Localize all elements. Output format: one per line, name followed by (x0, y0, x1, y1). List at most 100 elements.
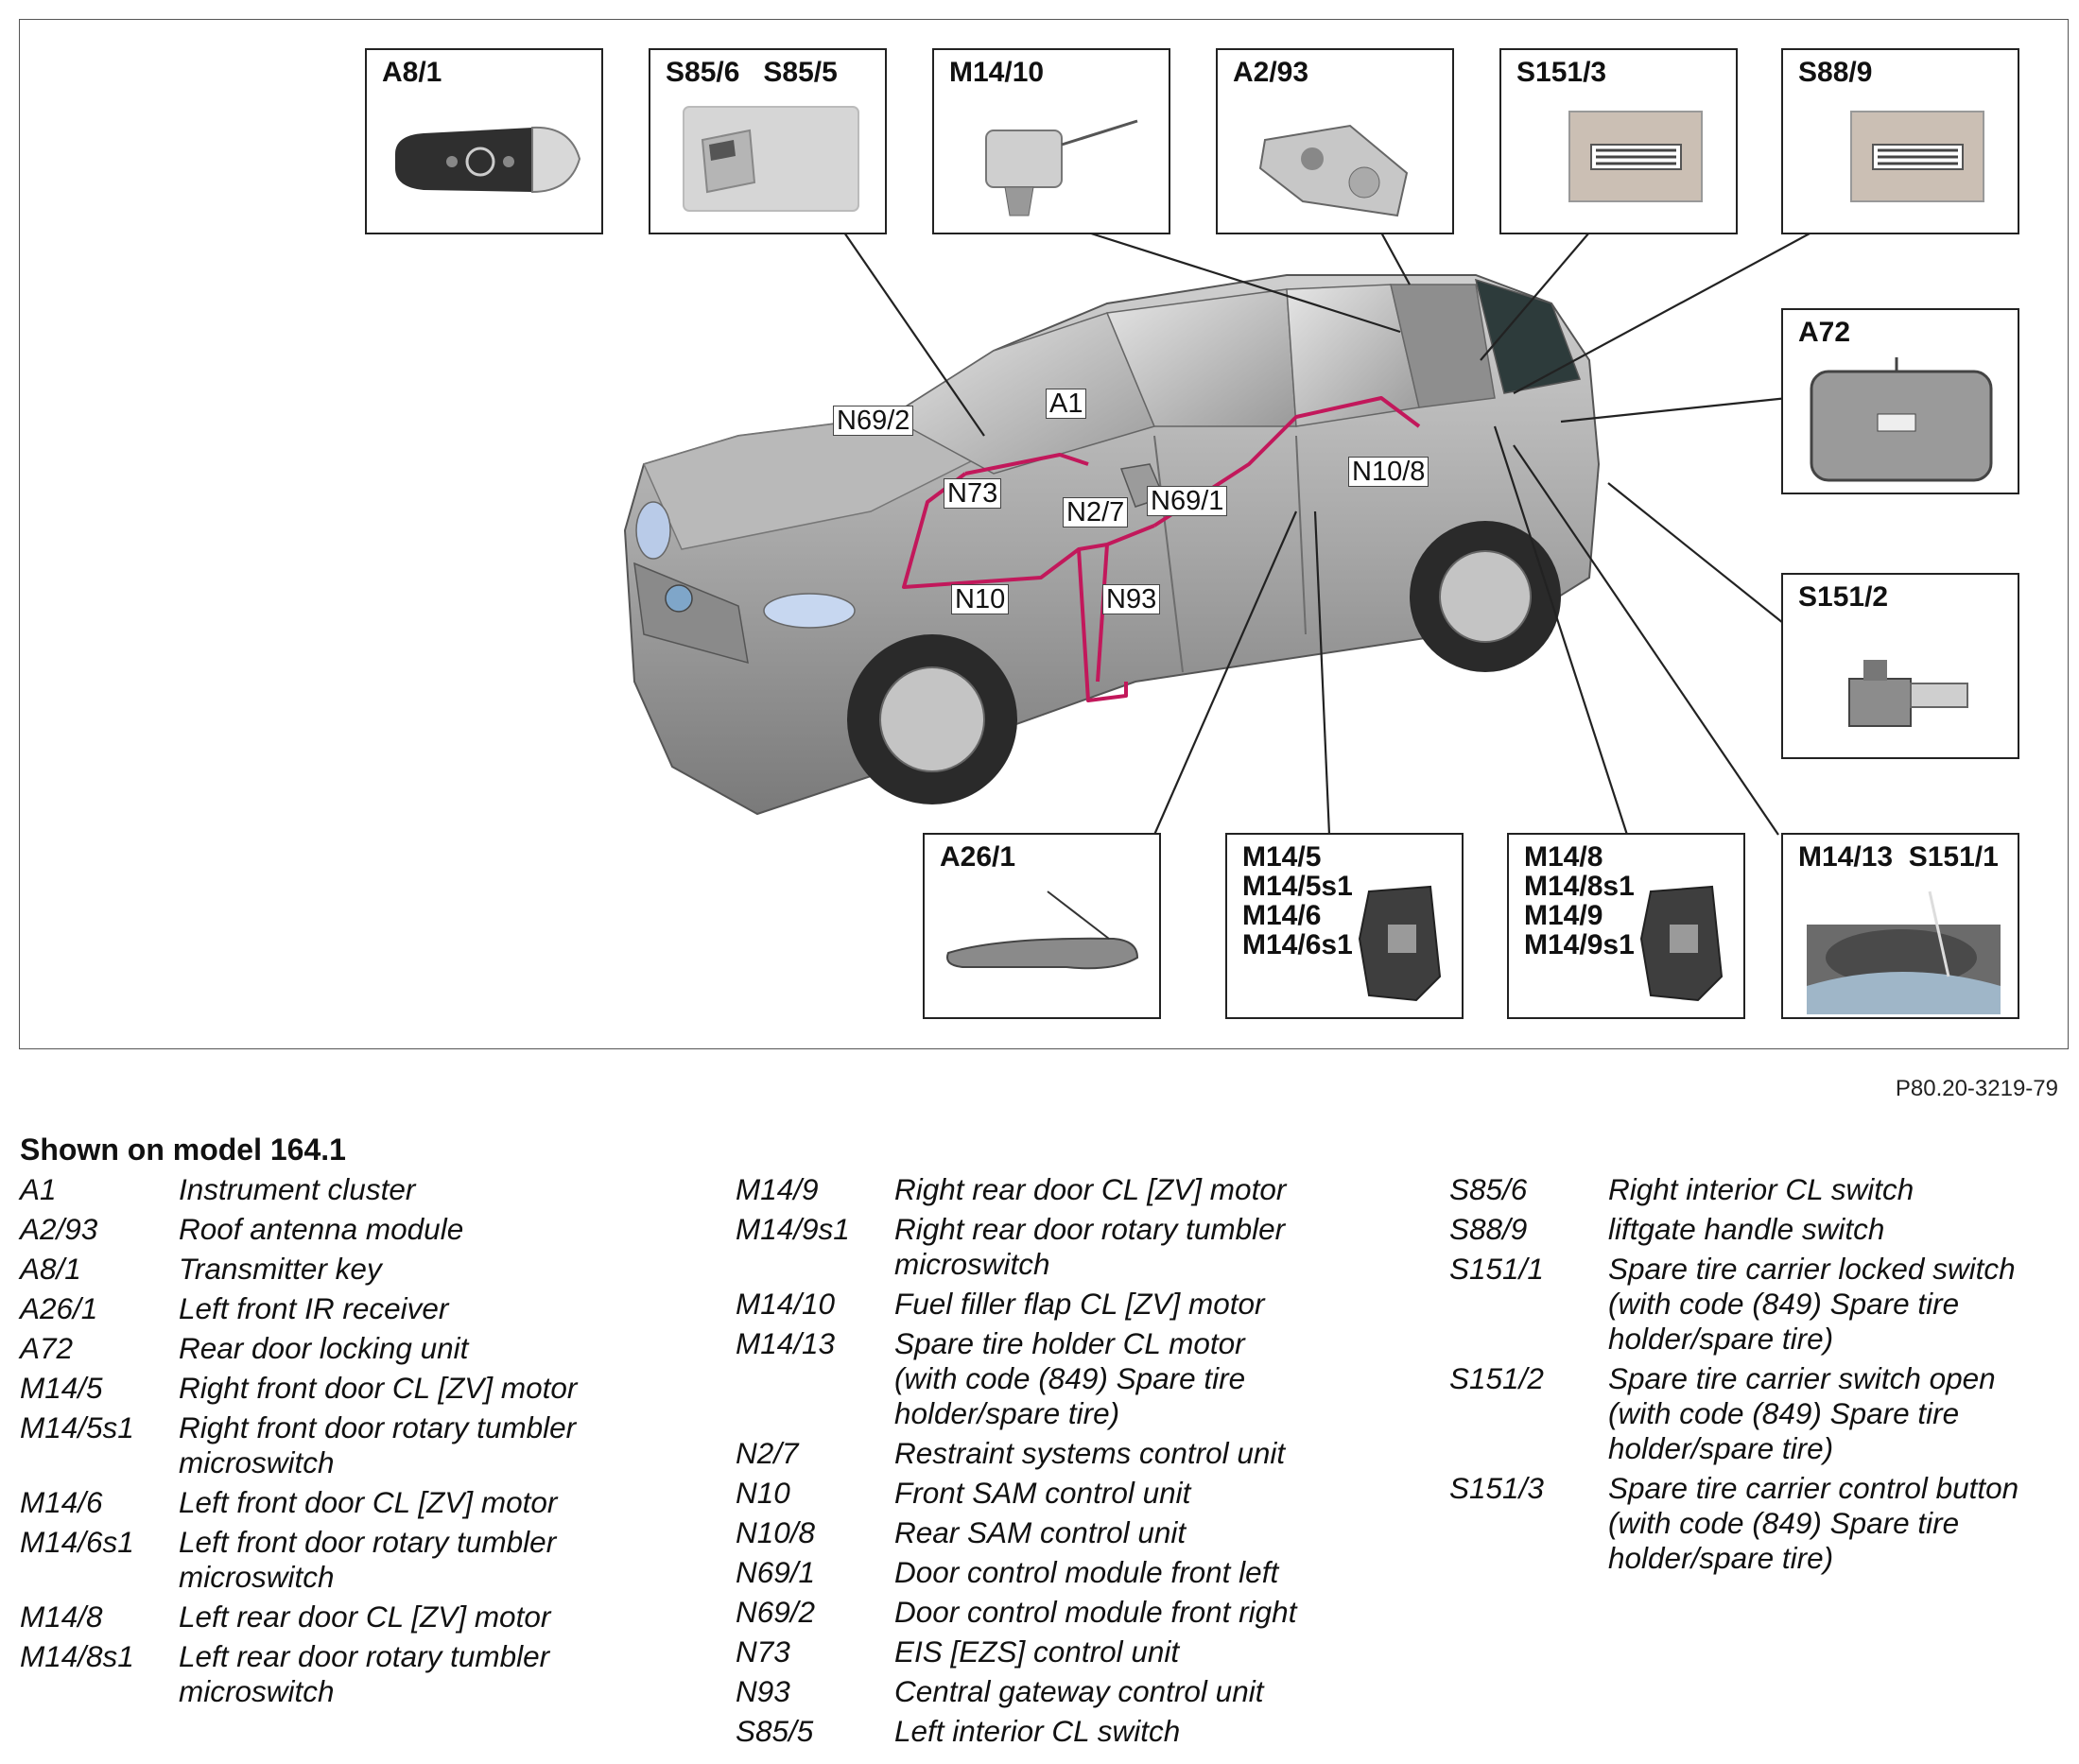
legend-row-n93: N93 Central gateway control unit (736, 1674, 1386, 1709)
legend-row-s151-1: S151/1 Spare tire carrier locked switch(w… (1449, 1252, 2079, 1357)
component-box-m14-10: M14/10 (932, 48, 1170, 234)
car-illustration (623, 231, 1812, 836)
legend-description: Instrument cluster (179, 1172, 670, 1207)
callout-n2-7: N2/7 (1063, 497, 1129, 527)
door-lock-illustration (1639, 885, 1724, 1002)
legend-row-m14-13: M14/13 Spare tire holder CL motor(with co… (736, 1326, 1386, 1431)
key-illustration (395, 126, 581, 194)
legend-description: Rear door locking unit (179, 1331, 670, 1366)
legend-code: N69/1 (736, 1555, 816, 1589)
legend-code: S88/9 (1449, 1212, 1528, 1246)
legend-row-a26-1: A26/1 Left front IR receiver (20, 1291, 670, 1326)
legend-row-n69-2: N69/2 Door control module front right (736, 1595, 1386, 1630)
legend-code: S151/1 (1449, 1252, 1544, 1286)
legend-code: M14/6 (20, 1485, 103, 1519)
filler-motor-illustration (985, 119, 1138, 216)
legend-code: M14/13 (736, 1326, 836, 1360)
legend-description: Right rear door CL [ZV] motor (894, 1172, 1386, 1207)
legend-description-line: Spare tire carrier locked switch (1608, 1252, 2016, 1286)
lock-unit-illustration (1810, 357, 1993, 482)
legend-description: Central gateway control unit (894, 1674, 1386, 1709)
legend-description-line: Door control module front left (894, 1555, 1279, 1589)
legend-code: A2/93 (20, 1212, 98, 1246)
legend-code: M14/10 (736, 1287, 836, 1321)
component-box-title: M14/5 M14/5s1 M14/6 M14/6s1 (1242, 841, 1353, 960)
legend-code: N10 (736, 1476, 790, 1510)
legend-code: N2/7 (736, 1436, 799, 1470)
legend-description-line: Rear SAM control unit (894, 1515, 1187, 1549)
callout-n73: N73 (944, 478, 1002, 509)
component-box-title: S151/3 (1516, 57, 1607, 88)
legend-row-m14-8: M14/8 Left rear door CL [ZV] motor (20, 1600, 670, 1634)
legend-description: Left front door CL [ZV] motor (179, 1485, 670, 1520)
component-box-title: S88/9 (1798, 57, 1873, 88)
legend-description-line: Spare tire carrier switch open (1608, 1361, 1996, 1395)
component-box-a26-1: A26/1 (923, 833, 1161, 1019)
legend-row-n73: N73 EIS [EZS] control unit (736, 1634, 1386, 1669)
callout-n10: N10 (951, 584, 1010, 614)
legend-description-line: holder/spare tire) (894, 1396, 1120, 1430)
legend-code: M14/9s1 (736, 1212, 850, 1246)
component-box-m14-5-group: M14/5 M14/5s1 M14/6 M14/6s1 (1225, 833, 1464, 1019)
component-box-m14-8-group: M14/8 M14/8s1 M14/9 M14/9s1 (1507, 833, 1745, 1019)
component-box-a72: A72 (1781, 308, 2019, 494)
legend-row-m14-6: M14/6 Left front door CL [ZV] motor (20, 1485, 670, 1520)
legend-description: Left front IR receiver (179, 1291, 670, 1326)
legend-description-line: Right interior CL switch (1608, 1172, 1914, 1206)
legend-description: Fuel filler flap CL [ZV] motor (894, 1287, 1386, 1322)
legend-code: N93 (736, 1674, 790, 1708)
legend-description: Spare tire carrier locked switch(with co… (1608, 1252, 2079, 1357)
legend-description-line: microswitch (894, 1247, 1050, 1281)
legend-description: EIS [EZS] control unit (894, 1634, 1386, 1669)
legend-description-line: Left interior CL switch (894, 1714, 1181, 1748)
legend-code: M14/8 (20, 1600, 103, 1634)
legend-code: N69/2 (736, 1595, 816, 1629)
interior-switch-illustration (683, 106, 859, 212)
button-illustration (1850, 111, 1984, 202)
legend-code: A26/1 (20, 1291, 98, 1325)
legend-description: Door control module front right (894, 1595, 1386, 1630)
legend-code: N73 (736, 1634, 790, 1669)
component-box-title: S85/6 S85/5 (666, 57, 838, 88)
legend-description-line: holder/spare tire) (1608, 1322, 1834, 1356)
legend-code: M14/8s1 (20, 1639, 134, 1673)
legend-code: M14/6s1 (20, 1525, 134, 1559)
legend-code: M14/5s1 (20, 1410, 134, 1444)
legend-description-line: liftgate handle switch (1608, 1212, 1885, 1246)
door-lock-illustration (1358, 885, 1442, 1002)
legend-description-line: Right front door CL [ZV] motor (179, 1371, 578, 1405)
legend-description: Spare tire holder CL motor(with code (84… (894, 1326, 1386, 1431)
legend-description-line: Transmitter key (179, 1252, 382, 1286)
legend-description: Rear SAM control unit (894, 1515, 1386, 1550)
legend-description: Transmitter key (179, 1252, 670, 1287)
legend-description: Left rear door CL [ZV] motor (179, 1600, 670, 1634)
legend-description-line: Door control module front right (894, 1595, 1297, 1629)
legend-description-line: Roof antenna module (179, 1212, 464, 1246)
component-box-s88-9: S88/9 (1781, 48, 2019, 234)
component-box-s151-3: S151/3 (1499, 48, 1738, 234)
legend-description-line: (with code (849) Spare tire (1608, 1396, 1960, 1430)
legend-code: S151/3 (1449, 1471, 1544, 1505)
component-box-title: A72 (1798, 317, 1851, 348)
legend-description-line: holder/spare tire) (1608, 1541, 1834, 1575)
door-handle-illustration (946, 891, 1139, 970)
legend-description-line: Left front door rotary tumbler (179, 1525, 557, 1559)
